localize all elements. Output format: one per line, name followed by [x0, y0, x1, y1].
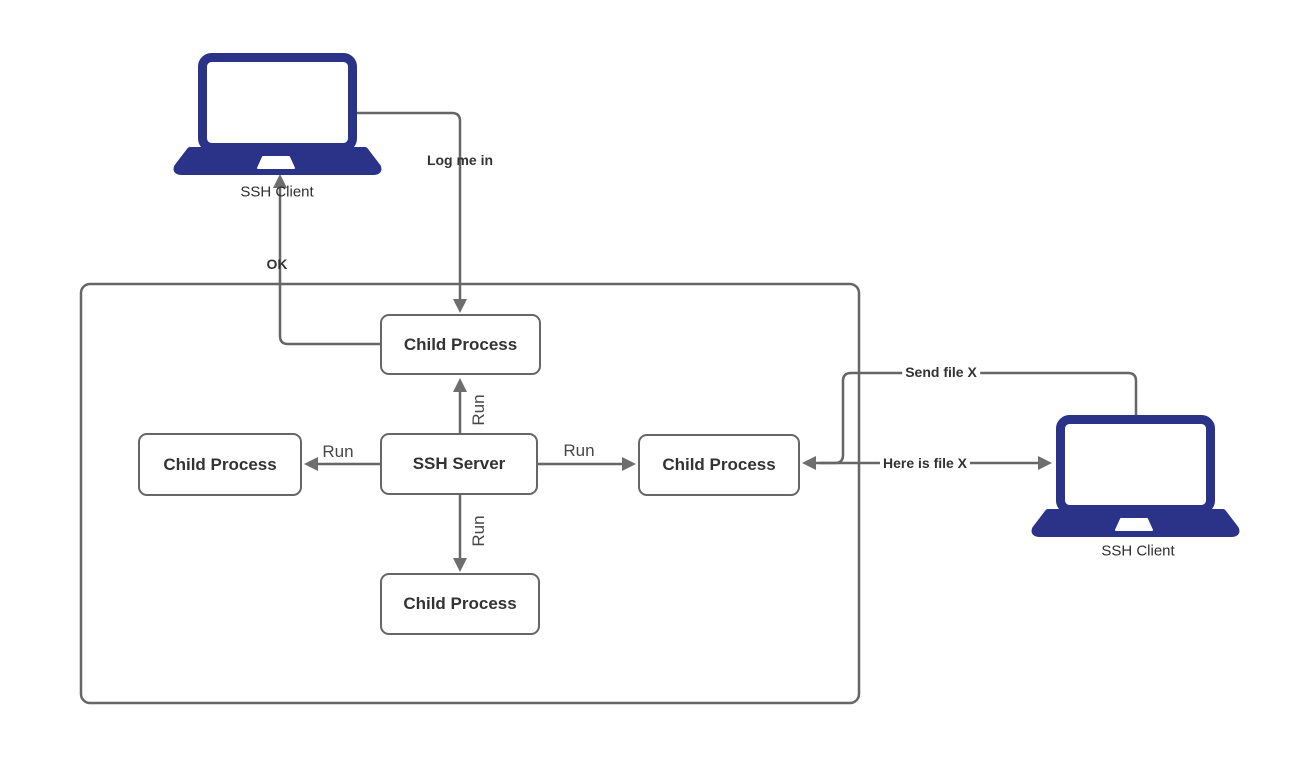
arrowhead-run-down — [453, 558, 467, 572]
arrowhead-run-up — [453, 378, 467, 392]
arrowhead-into-laptop — [1038, 456, 1052, 470]
edge-log-me-in — [355, 111, 462, 301]
laptop-icon-right — [1035, 420, 1237, 535]
node-child-process-top: Child Process — [380, 314, 541, 375]
label-ssh-client-right: SSH Client — [1101, 542, 1175, 560]
node-label: SSH Server — [412, 454, 506, 473]
arrowhead-into-child — [802, 456, 816, 470]
arrowhead-run-right — [622, 457, 636, 471]
node-label: Child Process — [163, 454, 277, 474]
edge-label-ok: OK — [266, 256, 288, 272]
edge-label-log-me-in: Log me in — [426, 152, 494, 168]
edge-ok — [278, 186, 382, 346]
edge-label-here-is-file: Here is file X — [879, 455, 971, 471]
arrowhead-run-left — [304, 457, 318, 471]
arrowhead-log-me-in — [453, 299, 467, 313]
laptop-icon-left — [177, 58, 379, 173]
arrowhead-ok — [273, 174, 287, 188]
edge-label-run-right: Run — [563, 441, 595, 460]
server-host-container — [79, 282, 861, 705]
edge-label-run-left: Run — [322, 442, 354, 461]
node-label: Child Process — [403, 334, 518, 354]
edge-label-run-down: Run — [469, 515, 488, 547]
node-label: Child Process — [662, 455, 776, 474]
node-label: Child Process — [403, 594, 517, 613]
node-child-process-left: Child Process — [138, 433, 302, 496]
node-ssh-server: SSH Server — [380, 433, 538, 495]
edge-label-run-up: Run — [469, 394, 488, 426]
edge-label-send-file: Send file X — [902, 364, 980, 380]
node-child-process-right: Child Process — [638, 434, 800, 496]
edge-send-file — [818, 371, 1138, 465]
label-ssh-client-left: SSH Client — [240, 183, 314, 201]
node-child-process-bottom: Child Process — [380, 573, 540, 635]
